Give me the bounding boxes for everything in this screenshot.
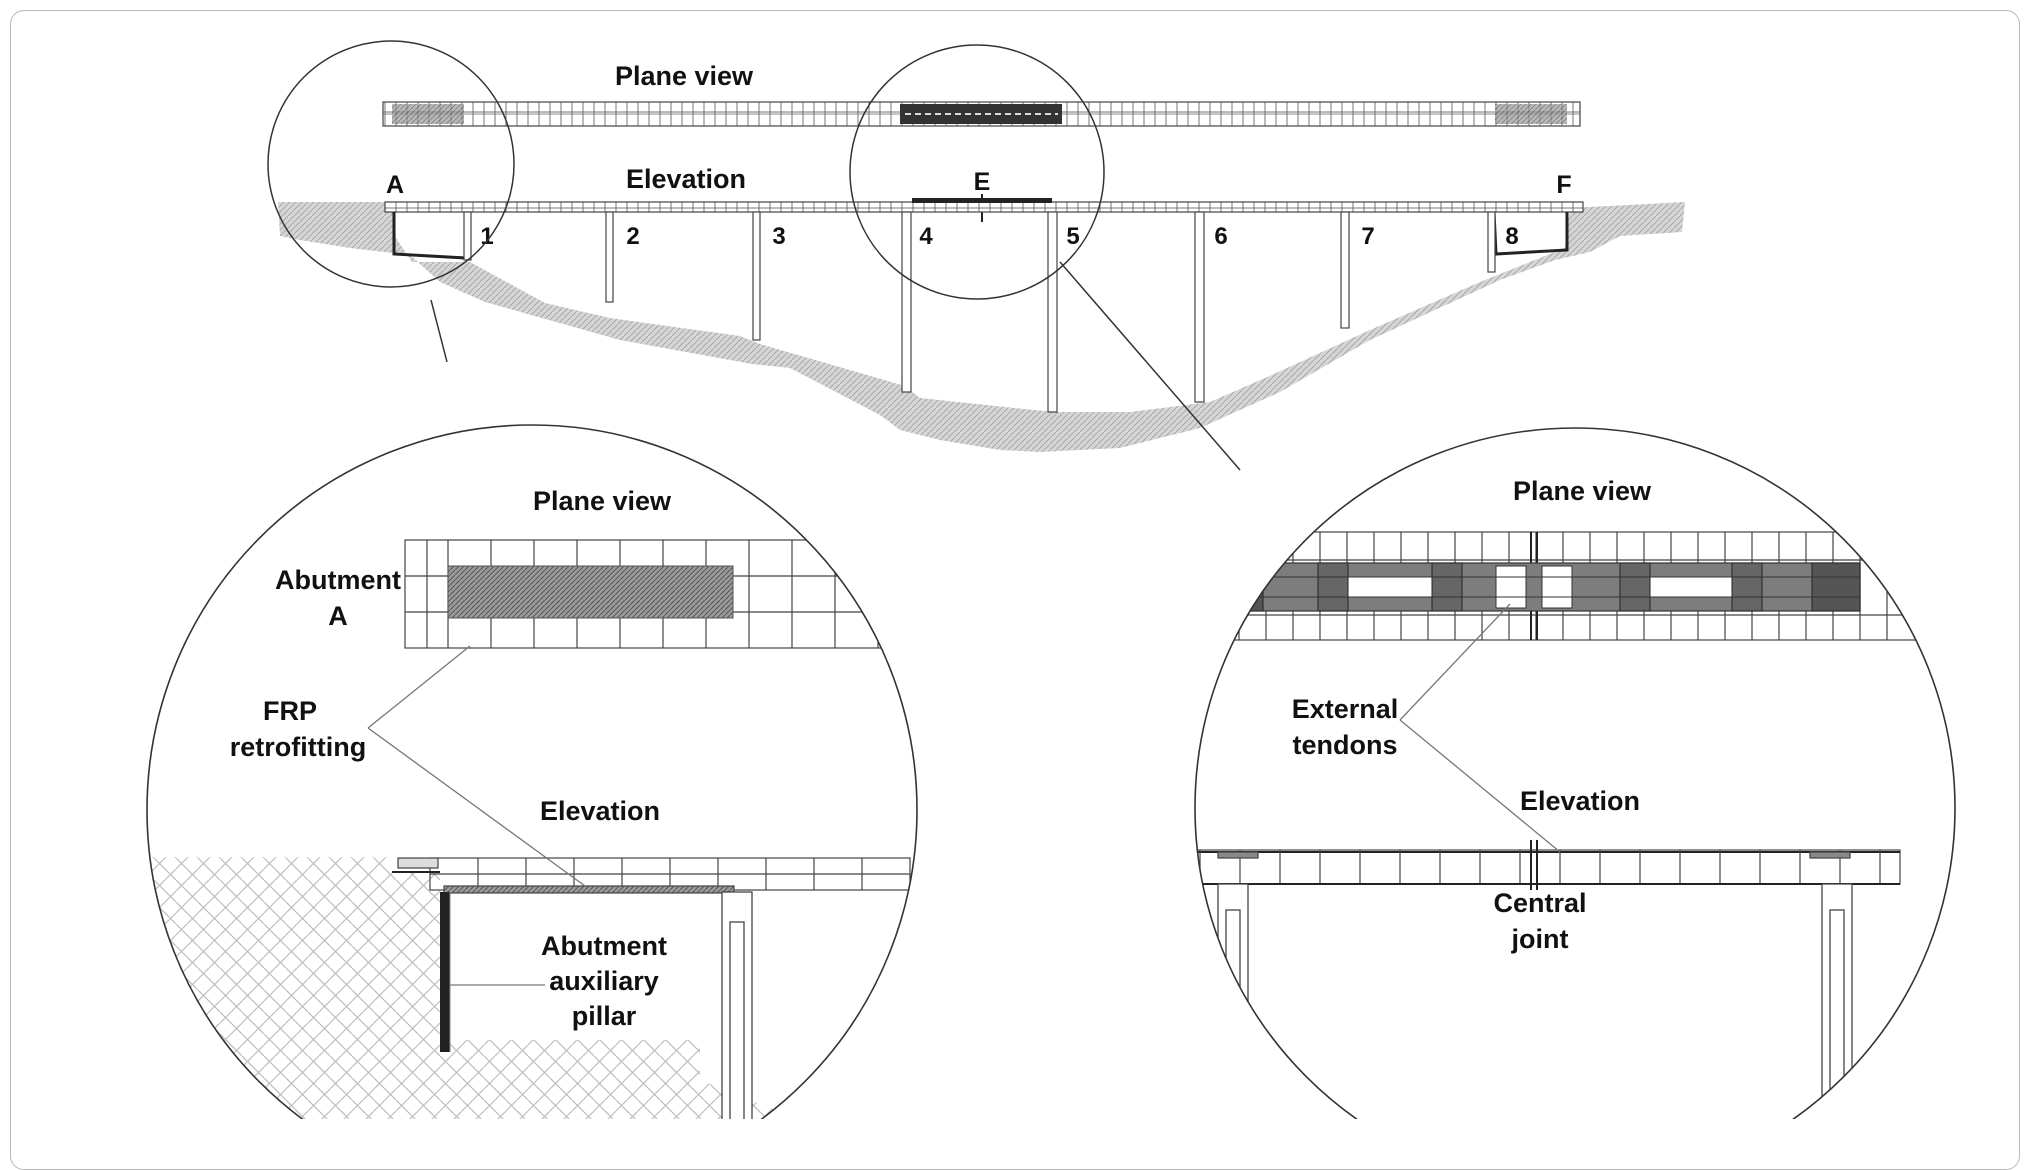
pier-number-labels: 1 2 3 4 5 6 7 8	[480, 223, 1518, 250]
pier-number: 8	[1505, 223, 1518, 250]
detail-circle-right	[1194, 427, 1956, 1119]
zoom-circle-abutment	[267, 40, 515, 288]
leader-left-zoom	[430, 299, 448, 363]
pier-number: 4	[919, 223, 933, 250]
right-elevation-title: Elevation	[1520, 786, 1640, 816]
detail-abutment-a: Plane view Abutment A FRP retrofitting E…	[146, 424, 918, 1119]
frp-zone-a	[392, 104, 464, 124]
abutment-label-line2: A	[328, 601, 348, 631]
joint-label-line1: Central	[1493, 888, 1586, 918]
pillar-label-line1: Abutment	[541, 931, 667, 961]
tendon-leader-elev	[1399, 719, 1561, 853]
overview-elevation-title: Elevation	[626, 164, 746, 194]
zoom-circle-center	[849, 44, 1105, 300]
overview-plane-deck	[382, 101, 1581, 127]
pier-number: 5	[1066, 223, 1079, 250]
right-elevation-deck	[1195, 840, 1901, 890]
pier-number: 2	[626, 223, 639, 250]
left-elevation-deck	[392, 857, 911, 894]
support-label-a: A	[386, 171, 404, 199]
joint-label-line2: joint	[1511, 924, 1569, 954]
pier-number: 1	[480, 223, 493, 250]
frp-label-line1: FRP	[263, 696, 317, 726]
frp-zone-f	[1495, 104, 1567, 124]
right-plane-view-title: Plane view	[1513, 476, 1652, 506]
frp-sheet-plan	[447, 565, 734, 619]
overview-plane-view-title: Plane view	[615, 61, 754, 91]
auxiliary-pillar	[440, 892, 450, 1052]
tendons-label-line2: tendons	[1293, 730, 1398, 760]
pier-number: 7	[1361, 223, 1374, 250]
overview-piers	[463, 211, 1496, 413]
support-label-f: F	[1556, 171, 1571, 199]
left-plane-view-title: Plane view	[533, 486, 672, 516]
tendon-leader-plan	[1399, 603, 1511, 721]
pillar-label-line2: auxiliary	[549, 966, 659, 996]
pier-number: 6	[1214, 223, 1227, 250]
left-pier	[721, 891, 753, 1119]
bridge-retrofit-diagram: Plane view Elevation A E F 1 2 3 4	[146, 40, 1956, 1119]
tendons-label-line1: External	[1292, 694, 1399, 724]
overview-elevation-deck	[384, 198, 1584, 260]
detail-circle-left	[146, 424, 918, 1119]
pier-number: 3	[772, 223, 785, 250]
frp-leader-plan	[367, 645, 471, 729]
frp-leader-elev	[367, 727, 586, 887]
abutment-label-line1: Abutment	[275, 565, 401, 595]
left-elevation-title: Elevation	[540, 796, 660, 826]
pillar-label-line3: pillar	[572, 1001, 637, 1031]
external-tendons-plan	[1214, 562, 1861, 612]
frp-label-line2: retrofitting	[230, 732, 366, 762]
support-label-e: E	[974, 168, 991, 196]
leader-right-zoom	[1059, 261, 1241, 471]
detail-central-joint: Plane view External tendons Elevation Ce…	[1194, 427, 1956, 1119]
